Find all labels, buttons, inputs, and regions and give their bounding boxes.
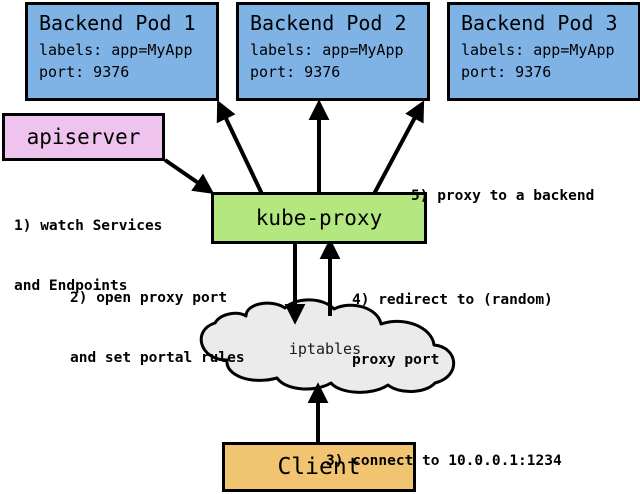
step-5-line-1: 5) proxy to a backend <box>411 188 595 204</box>
backend-pod-3-labels: labels: app=MyApp <box>461 41 615 59</box>
client-label: Client <box>277 454 361 480</box>
arrow-kubeproxy-to-pod-3 <box>372 100 425 195</box>
backend-pod-3-port: port: 9376 <box>461 63 552 81</box>
step-5-label: 5) proxy to a backend <box>411 146 594 246</box>
kube-proxy-label: kube-proxy <box>255 206 383 230</box>
iptables-cloud <box>199 298 456 394</box>
backend-pod-2-labels: labels: app=MyApp <box>250 41 404 59</box>
step-2-line-1: 2) open proxy port <box>70 290 228 306</box>
arrow-apiserver-to-kubeproxy <box>163 158 215 195</box>
kube-proxy-box: kube-proxy <box>211 192 427 244</box>
step-3-line-1: 3) connect to 10.0.0.1:1234 <box>326 453 562 469</box>
backend-pod-2-title: Backend Pod 2 <box>250 11 407 35</box>
backend-pod-1-labels: labels: app=MyApp <box>39 41 193 59</box>
step-2-label: 2) open proxy port and set portal rules <box>70 248 245 408</box>
client-box: Client <box>222 442 416 492</box>
step-4-label: 4) redirect to (random) proxy port <box>352 250 553 410</box>
apiserver-label: apiserver <box>26 125 141 149</box>
step-4-line-2: proxy port <box>352 352 440 368</box>
step-2-line-2: and set portal rules <box>70 350 245 366</box>
iptables-label-text: iptables <box>288 340 362 358</box>
arrow-kubeproxy-to-pod-1 <box>216 100 264 195</box>
backend-pod-3-title: Backend Pod 3 <box>461 11 618 35</box>
backend-pod-1-box: Backend Pod 1 labels: app=MyApp port: 93… <box>25 2 219 101</box>
step-3-label: 3) connect to 10.0.0.1:1234 <box>326 411 562 494</box>
backend-pod-1-port: port: 9376 <box>39 63 130 81</box>
backend-pod-2-port: port: 9376 <box>250 63 341 81</box>
iptables-label: iptables <box>190 340 460 358</box>
backend-pod-1-title: Backend Pod 1 <box>39 11 196 35</box>
backend-pod-2-box: Backend Pod 2 labels: app=MyApp port: 93… <box>236 2 430 101</box>
step-1-line-1: 1) watch Services <box>14 218 163 234</box>
backend-pod-3-box: Backend Pod 3 labels: app=MyApp port: 93… <box>447 2 640 101</box>
step-1-label: 1) watch Services and Endpoints <box>14 176 162 336</box>
step-4-line-1: 4) redirect to (random) <box>352 292 553 308</box>
step-1-line-2: and Endpoints <box>14 278 128 294</box>
apiserver-box: apiserver <box>2 113 165 161</box>
